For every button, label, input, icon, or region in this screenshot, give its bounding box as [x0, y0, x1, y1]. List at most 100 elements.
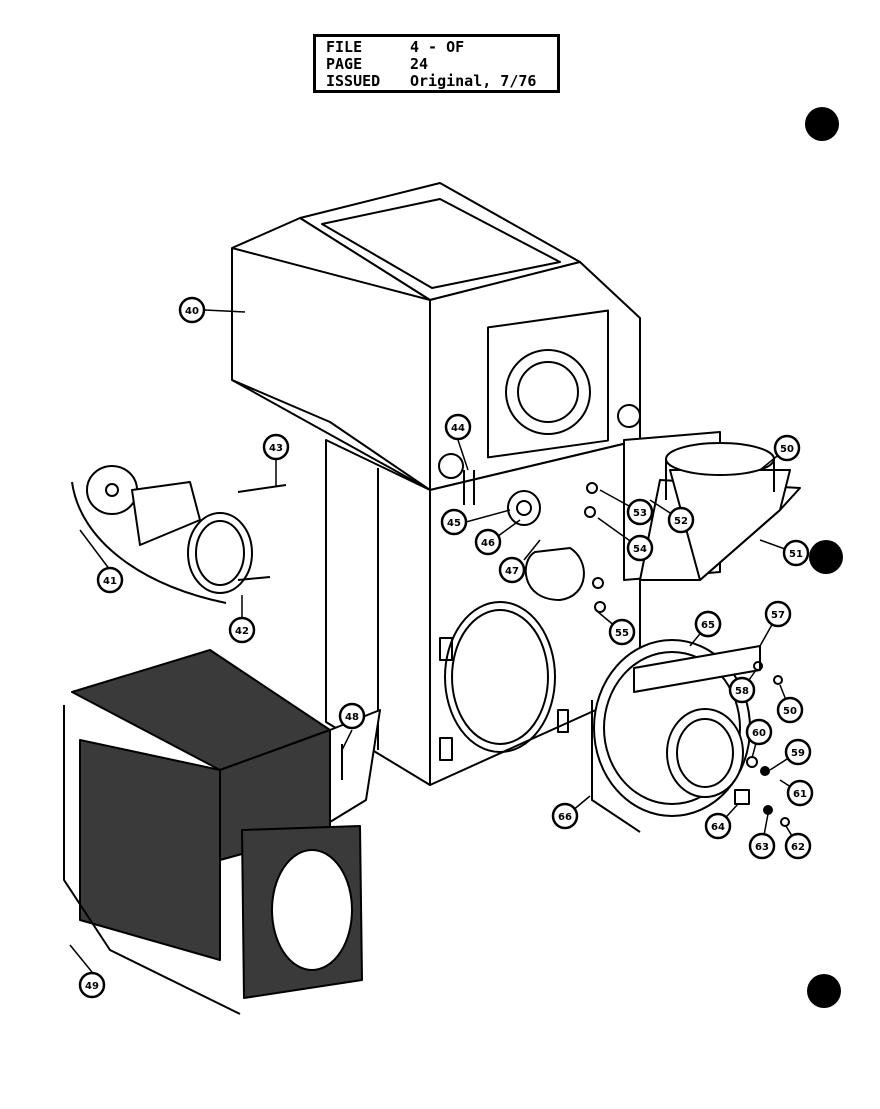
- blower-housing: [63, 649, 381, 1015]
- callout-c50b: 50: [776, 696, 804, 724]
- callout-number: 46: [481, 538, 495, 549]
- binder-hole: [809, 540, 843, 574]
- callout-number: 55: [615, 628, 629, 639]
- callout-circle: [444, 413, 472, 441]
- callout-number: 48: [345, 712, 359, 723]
- callout-number: 63: [755, 842, 769, 853]
- file-label: FILE: [326, 38, 363, 56]
- callout-circle: [608, 618, 636, 646]
- callout-number: 42: [235, 626, 249, 637]
- lower-cabinet: [325, 439, 641, 786]
- callout-circle: [748, 832, 776, 860]
- callout-c53: 53: [626, 498, 654, 526]
- page-row: PAGE 24: [326, 56, 428, 72]
- callout-c45: 45: [440, 508, 468, 536]
- small-hardware: [341, 470, 790, 827]
- callout-number: 47: [505, 566, 519, 577]
- file-info-box: FILE 4 - OF PAGE 24 ISSUED Original, 7/76: [313, 34, 560, 93]
- callout-c51: 51: [782, 539, 810, 567]
- callout-circle: [551, 802, 579, 830]
- callout-circle: [626, 534, 654, 562]
- callout-circle: [764, 600, 792, 628]
- callout-circle: [178, 296, 206, 324]
- callout-c40a: 40: [178, 296, 206, 324]
- callout-number: 65: [701, 620, 715, 631]
- callout-circle: [262, 433, 290, 461]
- callout-c60: 60: [745, 718, 773, 746]
- callout-c47: 47: [498, 556, 526, 584]
- callout-circle: [776, 696, 804, 724]
- callout-number: 58: [735, 686, 749, 697]
- callout-c42: 42: [228, 616, 256, 644]
- callout-c61: 61: [786, 779, 814, 807]
- callout-c44: 44: [444, 413, 472, 441]
- callout-circle: [96, 566, 124, 594]
- callout-c52: 52: [667, 506, 695, 534]
- issued-value: Original, 7/76: [410, 72, 537, 90]
- callout-circle: [228, 616, 256, 644]
- callout-bubbles: 4041424344454647484950515253545556575859…: [78, 296, 814, 999]
- callout-number: 49: [85, 981, 99, 992]
- callout-c62: 62: [784, 832, 812, 860]
- callout-c55: 55: [608, 618, 636, 646]
- issued-row: ISSUED Original, 7/76: [326, 73, 536, 89]
- binder-hole: [807, 974, 841, 1008]
- file-row: FILE 4 - OF: [326, 39, 464, 55]
- callout-c57: 57: [764, 600, 792, 628]
- top-hood-assembly: [231, 182, 641, 491]
- callout-circle: [784, 738, 812, 766]
- callout-number: 64: [711, 822, 725, 833]
- callout-number: 41: [103, 576, 117, 587]
- callout-circle: [782, 539, 810, 567]
- callout-circle: [786, 779, 814, 807]
- callout-c64: 64: [704, 812, 732, 840]
- page-label: PAGE: [326, 55, 363, 73]
- callout-circle: [440, 508, 468, 536]
- callout-number: 50: [783, 706, 797, 717]
- callout-c63: 63: [748, 832, 776, 860]
- callout-number: 44: [451, 423, 465, 434]
- blower-fan-assembly: [591, 639, 761, 833]
- callout-circle: [498, 556, 526, 584]
- page-value: 24: [410, 55, 429, 73]
- callout-circle: [626, 498, 654, 526]
- callout-circle: [667, 506, 695, 534]
- callout-c59: 59: [784, 738, 812, 766]
- callout-number: 51: [789, 549, 803, 560]
- callout-circle: [338, 702, 366, 730]
- callout-c65: 65: [694, 610, 722, 638]
- binder-holes: [805, 107, 843, 1008]
- callout-circle: [745, 718, 773, 746]
- file-value: 4 - OF: [410, 38, 465, 56]
- callout-number: 59: [791, 748, 805, 759]
- callout-c66: 66: [551, 802, 579, 830]
- callout-c48: 48: [338, 702, 366, 730]
- callout-number: 53: [633, 508, 647, 519]
- callout-circle: [704, 812, 732, 840]
- callout-circle: [694, 610, 722, 638]
- callout-circle: [78, 971, 106, 999]
- callout-number: 40: [185, 306, 199, 317]
- callout-c54: 54: [626, 534, 654, 562]
- callout-circle: [784, 832, 812, 860]
- callout-c43: 43: [262, 433, 290, 461]
- callout-number: 43: [269, 443, 283, 454]
- callout-number: 66: [558, 812, 572, 823]
- callout-c46a: 46: [474, 528, 502, 556]
- callout-c58: 58: [728, 676, 756, 704]
- callout-number: 62: [791, 842, 805, 853]
- binder-hole: [805, 107, 839, 141]
- callout-number: 54: [633, 544, 647, 555]
- issued-label: ISSUED: [326, 72, 381, 90]
- callout-circle: [773, 434, 801, 462]
- callout-number: 61: [793, 789, 807, 800]
- access-cover-assembly: [71, 465, 287, 604]
- callout-number: 45: [447, 518, 461, 529]
- callout-c50: 50: [773, 434, 801, 462]
- callout-c49: 49: [78, 971, 106, 999]
- callout-c41: 41: [96, 566, 124, 594]
- callout-circle: [474, 528, 502, 556]
- callout-number: 50: [780, 444, 794, 455]
